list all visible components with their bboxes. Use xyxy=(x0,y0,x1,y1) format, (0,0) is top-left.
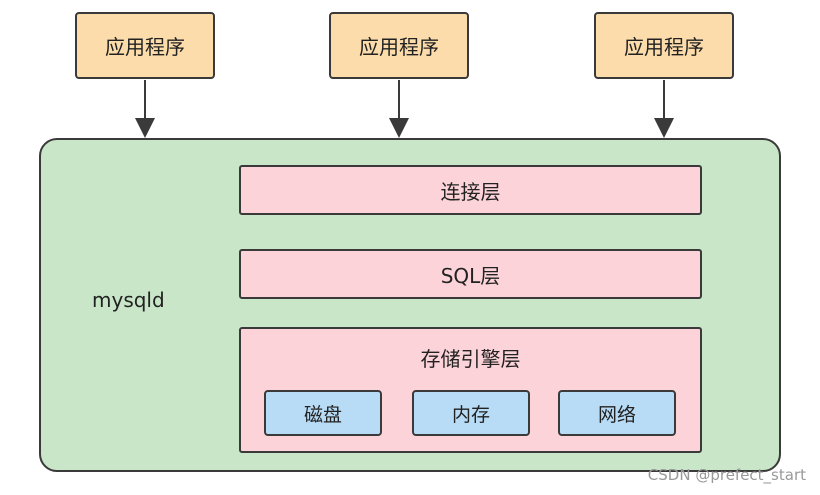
watermark: CSDN @prefect_start xyxy=(647,466,806,484)
resource-memory: 内存 xyxy=(412,390,530,436)
storage-engine-label: 存储引擎层 xyxy=(420,347,521,371)
sql-layer: SQL层 xyxy=(239,249,702,299)
resource-network: 网络 xyxy=(558,390,676,436)
application-box-3: 应用程序 xyxy=(594,12,734,79)
mysqld-label: mysqld xyxy=(92,288,165,312)
resource-disk: 磁盘 xyxy=(264,390,382,436)
application-box-1: 应用程序 xyxy=(75,12,215,79)
application-box-2: 应用程序 xyxy=(329,12,469,79)
connection-layer: 连接层 xyxy=(239,165,702,215)
